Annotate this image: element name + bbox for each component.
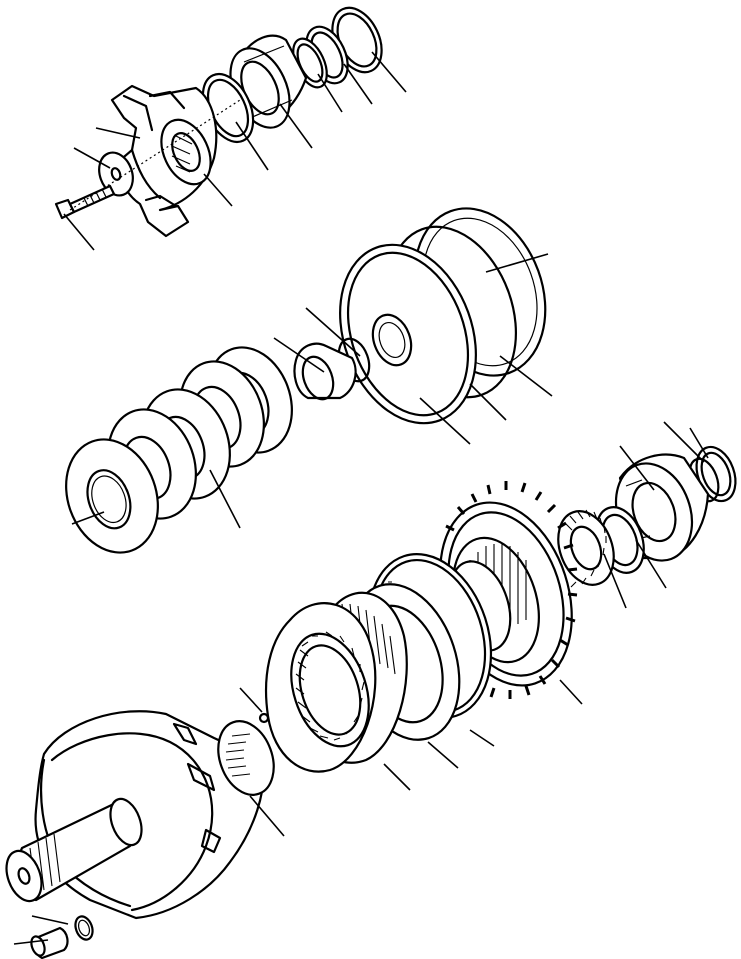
plug <box>30 926 69 959</box>
plug <box>258 712 270 724</box>
output-yoke-assembly <box>54 6 383 238</box>
belleville-spring <box>65 346 293 554</box>
clutch-drum-assembly <box>5 445 737 959</box>
piston <box>339 243 477 425</box>
pinion <box>557 509 615 588</box>
yoke <box>110 84 218 238</box>
clutch-drum-shaft <box>5 710 275 920</box>
sealing-rings <box>74 915 94 941</box>
washer <box>98 151 134 197</box>
snap-ring-pair <box>688 445 737 503</box>
spacer-tube <box>293 342 357 401</box>
piston-spring-assembly <box>65 207 547 554</box>
leader-lines <box>13 51 709 945</box>
steel-plate <box>265 602 377 773</box>
bolt <box>54 184 116 220</box>
